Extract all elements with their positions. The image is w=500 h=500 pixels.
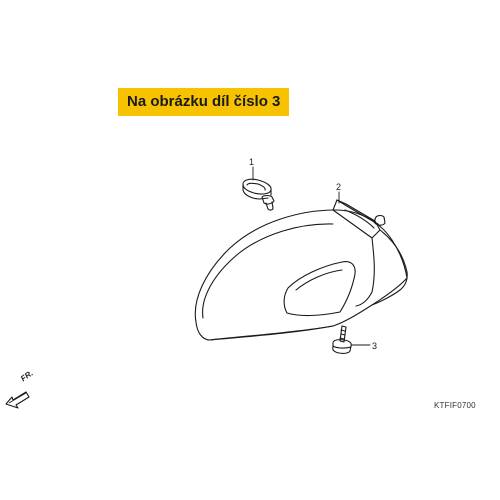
leader-lines (252, 166, 371, 346)
callout-3: 3 (372, 341, 378, 351)
front-fender-part-2 (194, 199, 408, 341)
grommet-part-1 (242, 178, 275, 211)
callout-1: 1 (249, 157, 255, 167)
diagram-code: KTFIF0700 (434, 401, 476, 410)
bolt-part-3 (332, 325, 352, 354)
part-number-banner: Na obrázku díl číslo 3 (118, 88, 290, 116)
callout-2: 2 (336, 182, 342, 192)
front-arrow-icon (5, 391, 30, 409)
